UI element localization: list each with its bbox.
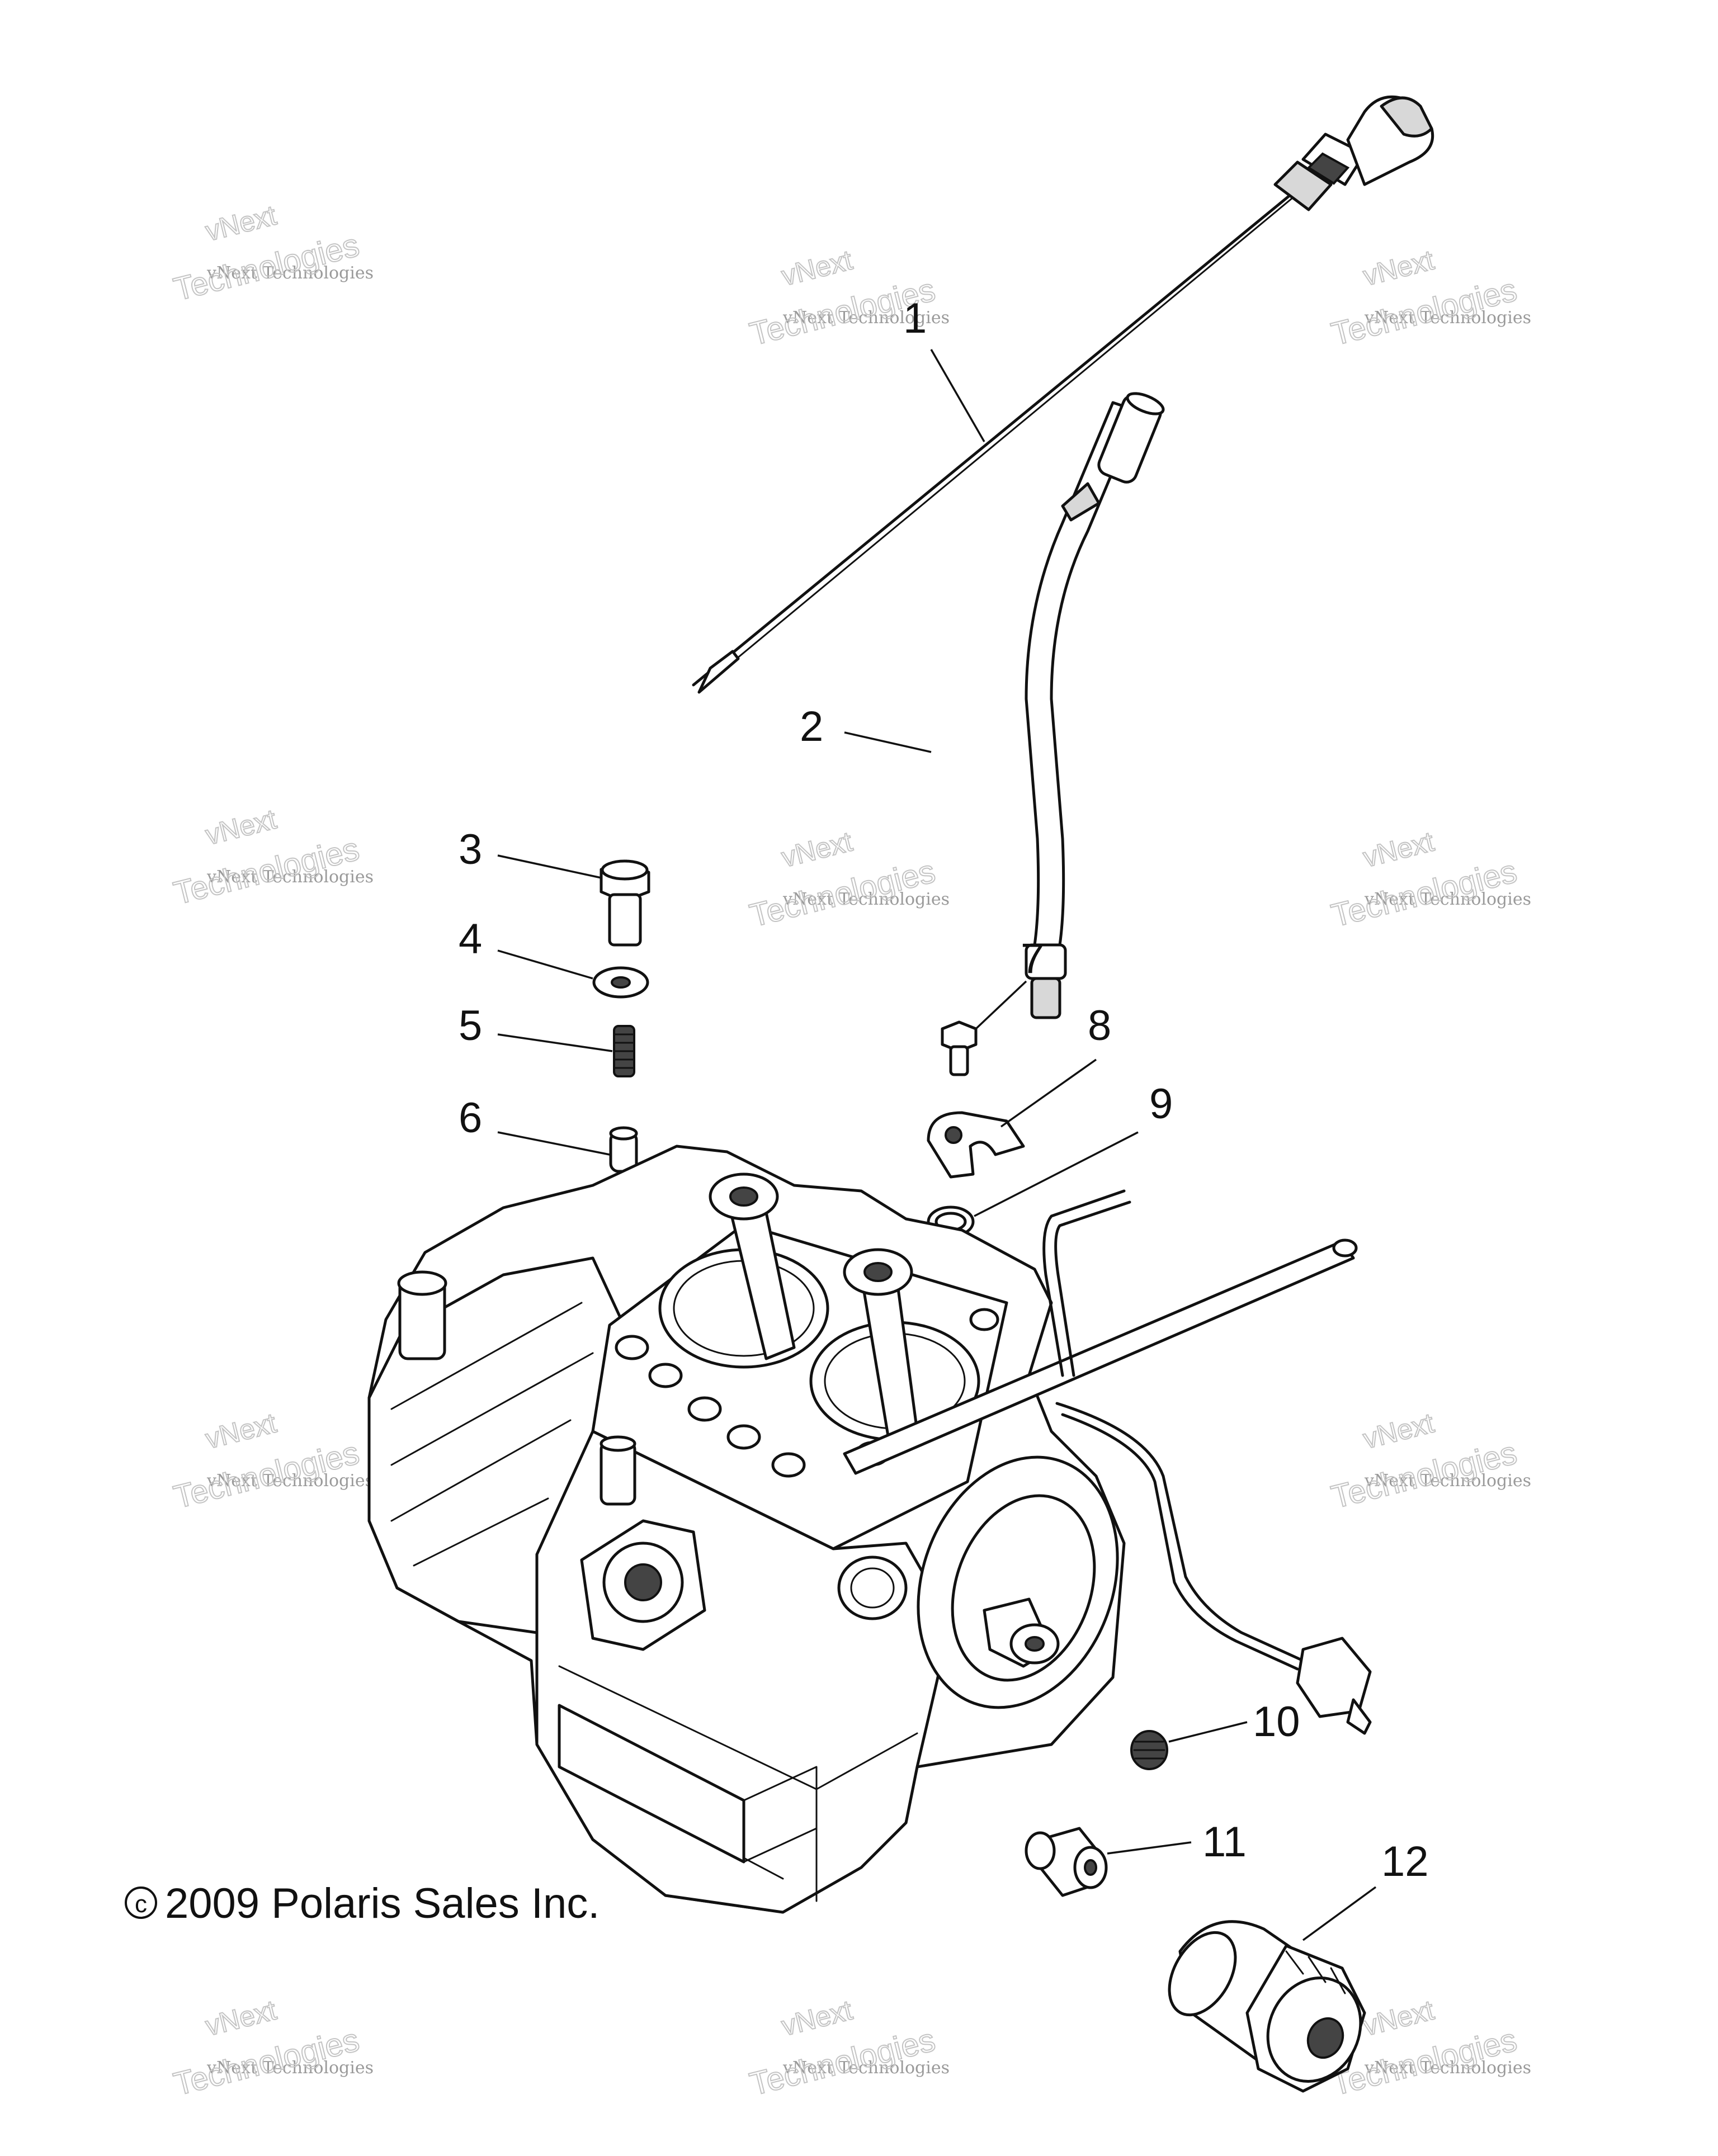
- svg-text:Technologies: Technologies: [170, 227, 362, 308]
- screw[interactable]: [941, 1020, 978, 1076]
- callout-8: 8: [1088, 1002, 1111, 1049]
- watermark: vNext vNext Technologies Technologies: [169, 1994, 374, 2103]
- callout-3: 3: [459, 826, 482, 873]
- svg-text:vNext Technologies: vNext Technologies: [782, 2058, 950, 2078]
- svg-text:vNext: vNext: [202, 803, 280, 851]
- watermark: vNext vNext Technologies Technologies: [745, 825, 950, 935]
- svg-text:vNext: vNext: [1360, 1407, 1437, 1455]
- dipstick-tube[interactable]: [1025, 389, 1166, 1019]
- callout-4: 4: [459, 915, 482, 963]
- svg-text:vNext Technologies: vNext Technologies: [1364, 308, 1531, 328]
- svg-text:Technologies: Technologies: [170, 2022, 362, 2103]
- svg-text:vNext: vNext: [202, 1994, 280, 2042]
- callout-7: 7: [1021, 935, 1044, 982]
- svg-text:vNext: vNext: [778, 826, 856, 873]
- watermark: vNext vNext Technologies Technologies: [1327, 825, 1531, 935]
- watermark: vNext vNext Technologies Technologies: [169, 1407, 374, 1516]
- pin[interactable]: [609, 1126, 638, 1173]
- svg-text:vNext Technologies: vNext Technologies: [1364, 2058, 1531, 2078]
- drain-plug[interactable]: [1025, 1827, 1108, 1897]
- copyright: c 2009 Polaris Sales Inc.: [125, 1880, 600, 1927]
- watermark: vNext vNext Technologies Technologies: [1327, 1407, 1531, 1516]
- svg-text:vNext Technologies: vNext Technologies: [206, 2058, 374, 2078]
- copyright-text: 2009 Polaris Sales Inc.: [165, 1880, 600, 1927]
- svg-text:vNext: vNext: [202, 1407, 280, 1455]
- svg-text:Technologies: Technologies: [1328, 272, 1520, 353]
- bolt[interactable]: [600, 859, 650, 947]
- svg-text:vNext: vNext: [1360, 244, 1437, 292]
- washer[interactable]: [592, 966, 649, 999]
- copyright-symbol: [125, 1886, 157, 1919]
- callouts: 1 2 3 4 5 6 7 8 9 10 11 12: [459, 295, 1429, 1885]
- callout-11: 11: [1202, 1818, 1247, 1866]
- callout-5: 5: [459, 1002, 482, 1049]
- svg-text:Technologies: Technologies: [746, 2022, 938, 2103]
- bracket[interactable]: [927, 1111, 1025, 1179]
- callout-9: 9: [1149, 1080, 1173, 1128]
- svg-text:vNext Technologies: vNext Technologies: [1364, 890, 1531, 909]
- svg-text:vNext Technologies: vNext Technologies: [206, 1471, 374, 1491]
- drain-plug-nut[interactable]: [1130, 1730, 1168, 1770]
- svg-text:Technologies: Technologies: [1328, 853, 1520, 934]
- oil-filter[interactable]: [1156, 1920, 1377, 2097]
- callout-10: 10: [1253, 1698, 1300, 1746]
- callout-2: 2: [800, 703, 823, 750]
- svg-text:vNext Technologies: vNext Technologies: [206, 867, 374, 887]
- dipstick[interactable]: [692, 95, 1434, 694]
- svg-text:vNext Technologies: vNext Technologies: [782, 308, 950, 328]
- svg-text:vNext: vNext: [202, 200, 280, 247]
- watermark: vNext vNext Technologies Technologies: [745, 1994, 950, 2103]
- svg-text:vNext: vNext: [1360, 1994, 1437, 2042]
- watermark: vNext vNext Technologies Technologies: [169, 803, 374, 912]
- svg-text:Technologies: Technologies: [1328, 1435, 1520, 1516]
- leader-lines: [497, 349, 1377, 1941]
- svg-text:vNext: vNext: [1360, 826, 1437, 873]
- svg-text:vNext Technologies: vNext Technologies: [1364, 1471, 1531, 1491]
- svg-text:Technologies: Technologies: [746, 853, 938, 934]
- svg-text:vNext Technologies: vNext Technologies: [206, 263, 374, 283]
- watermark: vNext vNext Technologies Technologies: [169, 199, 374, 309]
- svg-text:Technologies: Technologies: [170, 831, 362, 912]
- watermark: vNext vNext Technologies Technologies: [1327, 244, 1531, 353]
- svg-text:Technologies: Technologies: [170, 1435, 362, 1516]
- spring[interactable]: [613, 1025, 635, 1077]
- svg-text:vNext Technologies: vNext Technologies: [782, 890, 950, 909]
- callout-6: 6: [459, 1094, 482, 1142]
- svg-text:vNext: vNext: [778, 244, 856, 292]
- callout-12: 12: [1381, 1838, 1429, 1885]
- engine-crankcase: [367, 1145, 1358, 1914]
- sensor-wire: [1055, 1402, 1372, 1735]
- copyright-symbol-letter: c: [135, 1890, 147, 1918]
- svg-text:vNext: vNext: [778, 1994, 856, 2042]
- callout-1: 1: [903, 295, 927, 342]
